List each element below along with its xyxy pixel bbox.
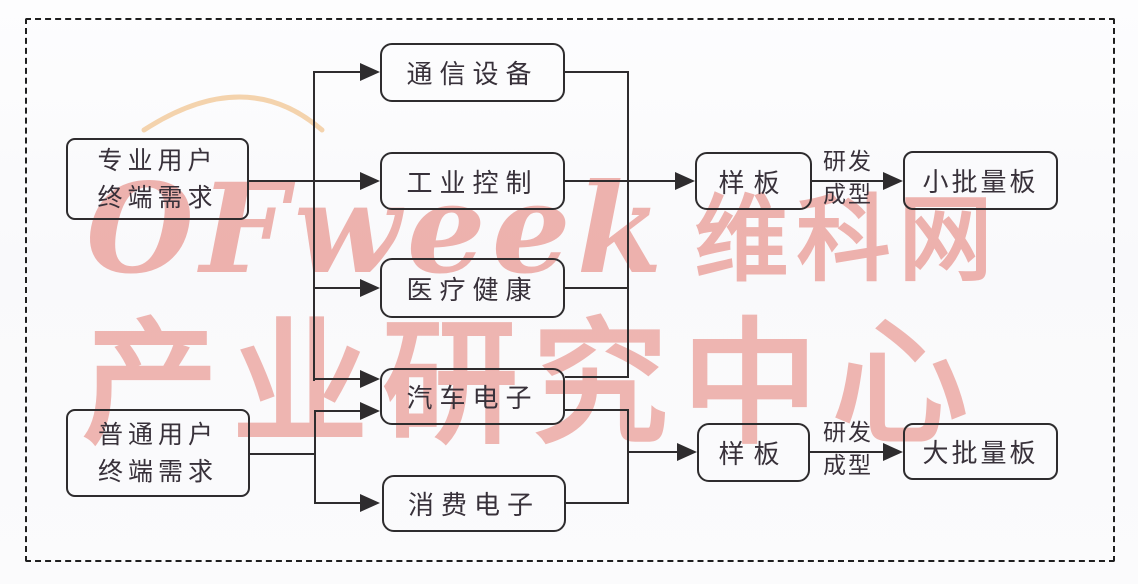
- connector-ordinary-to-trunk: [250, 453, 316, 455]
- node-label-line: 普通用户: [97, 420, 218, 449]
- node-consumer-electronics: 消费电子: [382, 475, 566, 532]
- connector-automotive-out-lower: [565, 409, 629, 411]
- node-label: 大批量板: [922, 439, 1039, 469]
- node-label-line: 终端需求: [97, 457, 218, 486]
- connector-collector-to-sample-bottom: [627, 451, 679, 453]
- connector-to-automotive-upper: [313, 378, 362, 380]
- node-label: 样板: [718, 440, 789, 470]
- connector-communication-out: [565, 71, 629, 73]
- connector-collector-lower: [627, 409, 629, 504]
- node-professional-user-demand: 专业用户 终端需求: [66, 138, 249, 220]
- arrowhead-sample-top: [675, 172, 695, 190]
- edge-label-line: 成型: [823, 453, 873, 479]
- arrowhead-automotive-lower: [360, 402, 380, 420]
- edge-label-rd-bottom: 研发 成型: [813, 417, 883, 483]
- node-label: 工业控制: [406, 168, 539, 199]
- node-large-batch-board: 大批量板: [903, 423, 1058, 480]
- node-label-line: 终端需求: [97, 183, 218, 212]
- node-automotive-electronics: 汽车电子: [380, 368, 565, 425]
- connector-sample-to-large-batch: [810, 451, 885, 453]
- connector-consumer-out: [565, 502, 629, 504]
- node-ordinary-user-demand: 普通用户 终端需求: [66, 409, 250, 497]
- arrowhead-small-batch: [883, 172, 903, 190]
- arrowhead-medical: [360, 279, 380, 297]
- connector-to-automotive-lower: [314, 410, 362, 412]
- node-label-line: 专业用户: [97, 146, 218, 175]
- node-industrial-control: 工业控制: [380, 152, 565, 210]
- node-label: 医疗健康: [406, 275, 539, 306]
- node-sample-board-top: 样板: [695, 152, 812, 210]
- arrowhead-automotive-upper: [360, 370, 380, 388]
- edge-label-rd-top: 研发 成型: [813, 146, 883, 212]
- connector-medical-out: [565, 287, 629, 289]
- arrowhead-large-batch: [883, 443, 903, 461]
- connector-collector-upper: [627, 71, 629, 378]
- connector-industrial-to-sample: [565, 180, 677, 182]
- node-label: 小批量板: [922, 168, 1039, 198]
- edge-label-line: 研发: [823, 420, 873, 446]
- connector-to-consumer: [314, 502, 362, 504]
- node-label: 样板: [718, 168, 789, 199]
- connector-trunk-professional: [313, 71, 315, 381]
- node-medical-health: 医疗健康: [380, 258, 565, 318]
- dashed-border-frame: [25, 18, 1115, 562]
- node-label: 通信设备: [406, 60, 539, 90]
- arrowhead-industrial: [360, 172, 380, 190]
- edge-label-line: 成型: [823, 182, 873, 208]
- connector-to-communication: [313, 71, 362, 73]
- connector-professional-to-trunk: [249, 180, 362, 182]
- arrowhead-consumer: [360, 494, 380, 512]
- node-small-batch-board: 小批量板: [903, 151, 1058, 210]
- arrowhead-communication: [360, 63, 380, 81]
- node-label: 汽车电子: [406, 384, 539, 414]
- connector-to-medical: [313, 287, 362, 289]
- node-label: 消费电子: [407, 491, 540, 521]
- connector-trunk-ordinary: [314, 410, 316, 504]
- arrowhead-sample-bottom: [677, 443, 697, 461]
- connector-sample-to-small-batch: [812, 180, 885, 182]
- edge-label-line: 研发: [823, 149, 873, 175]
- node-communication-equipment: 通信设备: [380, 43, 565, 102]
- connector-automotive-out-upper: [565, 376, 629, 378]
- node-sample-board-bottom: 样板: [697, 423, 810, 482]
